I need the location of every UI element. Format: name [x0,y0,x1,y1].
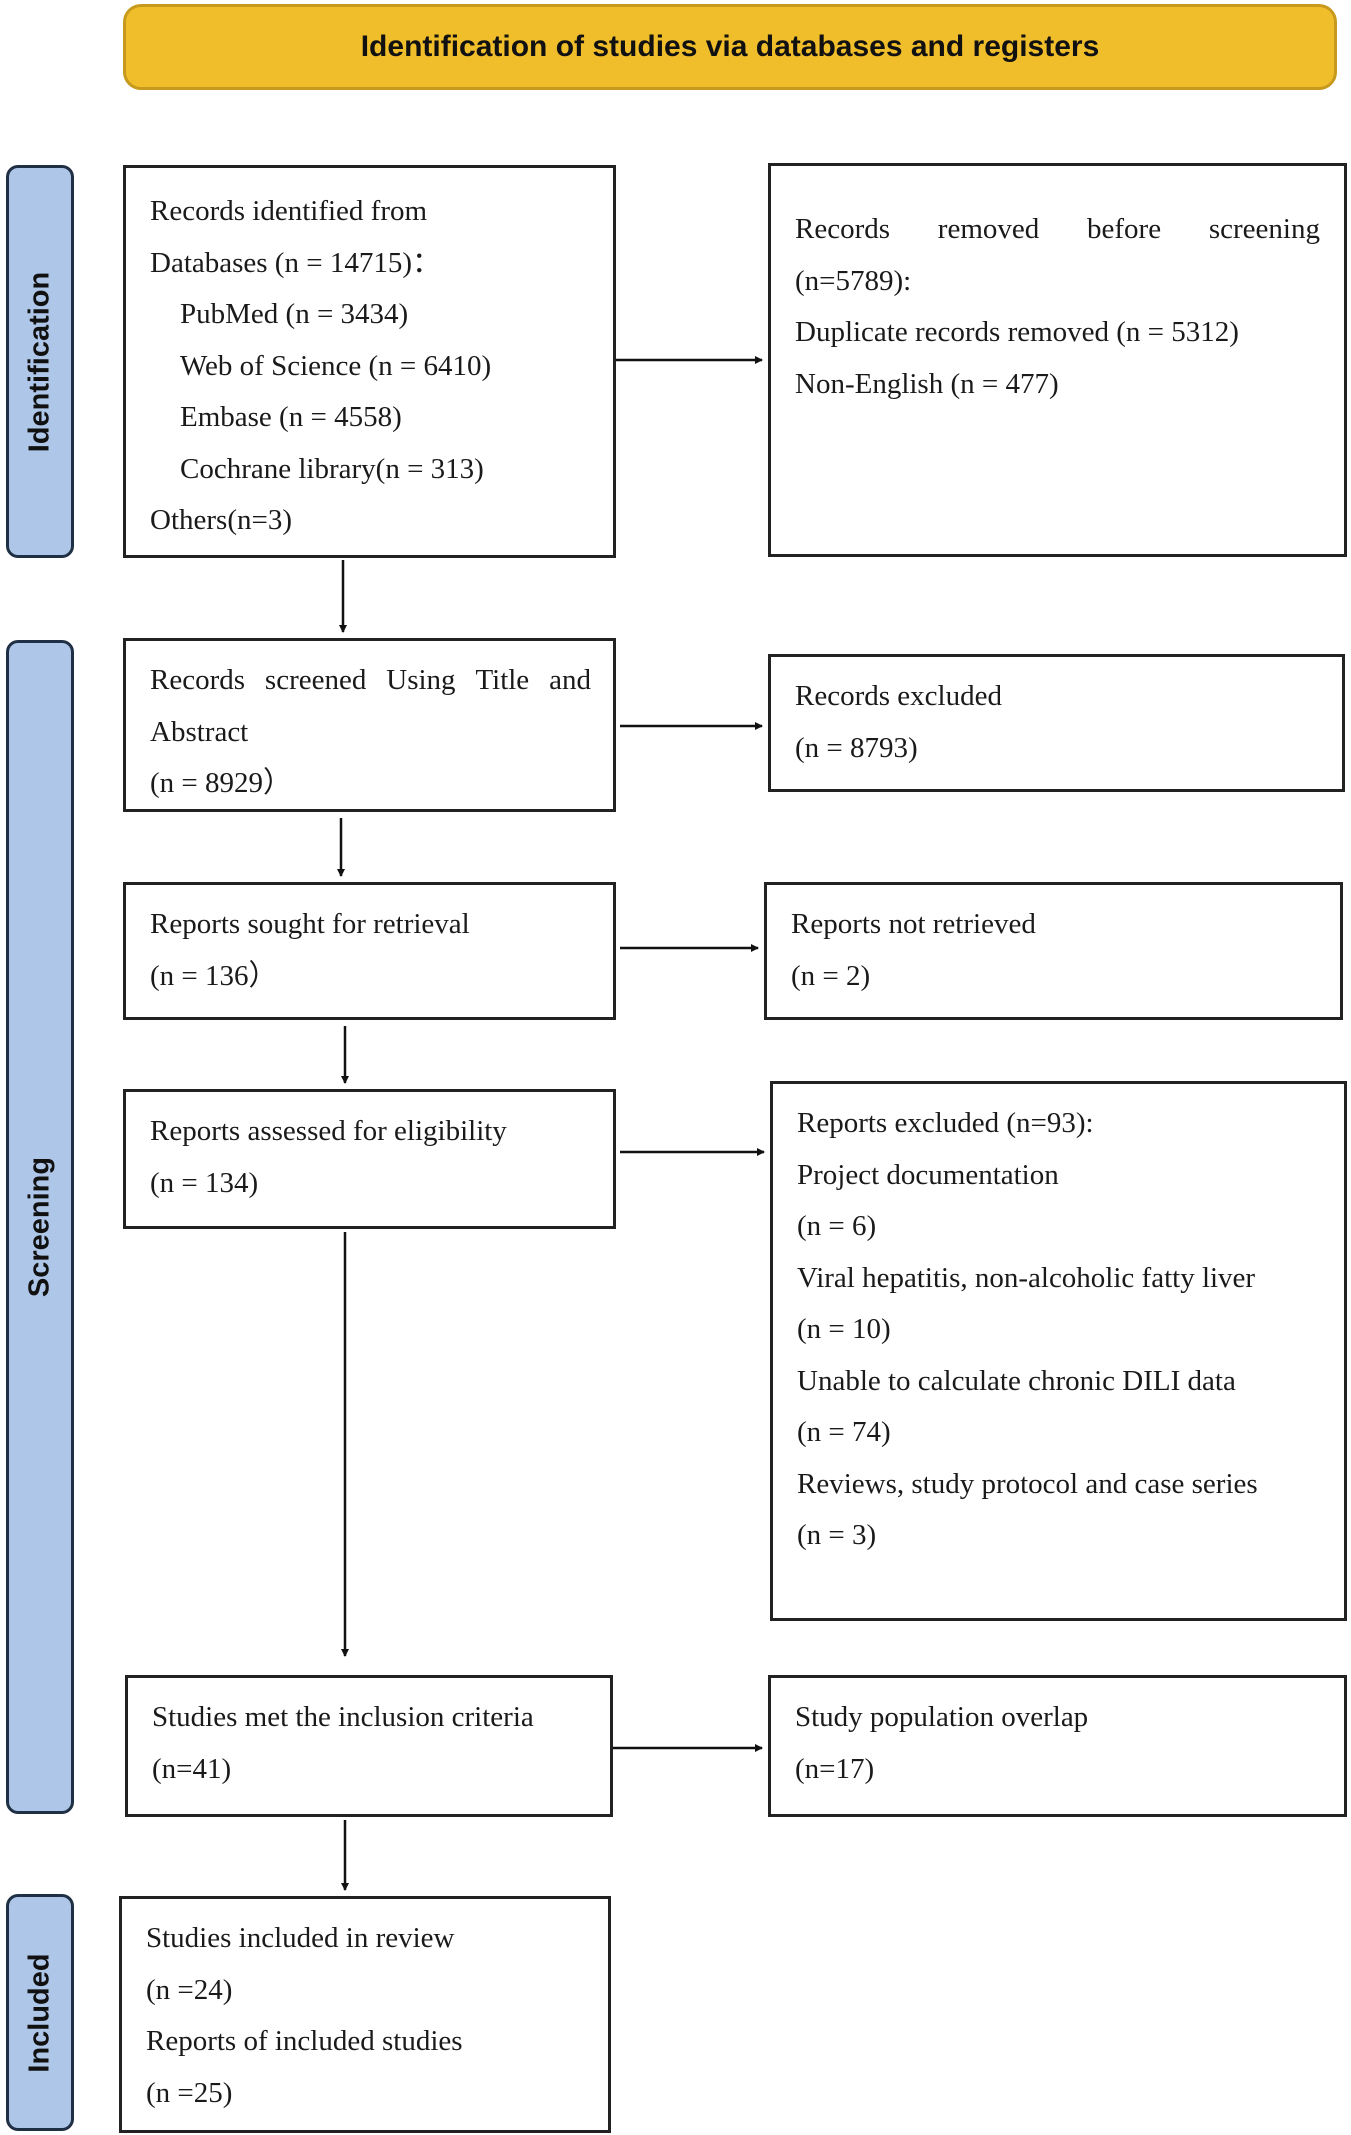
phase-screening: Screening [6,640,74,1814]
records-identified-line: Databases (n = 14715)： [150,246,441,279]
reports-not-retrieved-box: Reports not retrieved (n = 2) [764,882,1343,1020]
records-removed-line: Non-English (n = 477) [795,367,1059,400]
records-excluded-box: Records excluded (n = 8793) [768,654,1345,792]
records-identified-line: Embase (n = 4558) [180,401,402,433]
records-identified-line: PubMed (n = 3434) [180,298,409,330]
population-overlap-box: Study population overlap (n=17) [768,1675,1347,1817]
reports-excluded-line: Viral hepatitis, non-alcoholic fatty liv… [797,1261,1256,1294]
phase-included: Included [6,1894,74,2131]
reports-sought-line: Reports sought for retrieval [150,908,470,940]
reports-excluded-line: (n = 74) [797,1416,891,1448]
records-removed-box: Records removed before screening (n=5789… [768,163,1347,557]
phase-identification: Identification [6,165,74,558]
studies-included-line: (n =25) [146,2076,233,2109]
reports-assessed-box: Reports assessed for eligibility (n = 13… [123,1089,616,1229]
studies-met-box: Studies met the inclusion criteria (n=41… [125,1675,613,1817]
records-identified-line: Others(n=3) [150,504,292,536]
reports-not-retrieved-line: (n = 2) [791,959,871,992]
records-screened-first-line: Records screened Using Title and [150,664,591,696]
reports-not-retrieved-line: Reports not retrieved [791,908,1036,940]
reports-excluded-line: (n = 10) [797,1313,891,1345]
reports-excluded-line: Reviews, study protocol and case series [797,1467,1258,1500]
studies-included-line: (n =24) [146,1973,233,2006]
studies-included-line: Reports of included studies [146,2025,463,2057]
reports-assessed-line: Reports assessed for eligibility [150,1115,507,1147]
studies-met-line: (n=41) [152,1752,232,1785]
studies-included-box: Studies included in review (n =24) Repor… [119,1896,611,2133]
reports-excluded-line: (n = 3) [797,1519,877,1551]
reports-excluded-line: Unable to calculate chronic DILI data [797,1364,1236,1397]
population-overlap-line: (n=17) [795,1752,875,1785]
reports-excluded-line: (n = 6) [797,1210,877,1242]
studies-met-line: Studies met the inclusion criteria [152,1701,534,1733]
records-identified-line: Records identified from [150,195,428,227]
records-removed-line: (n=5789): [795,264,912,297]
reports-assessed-line: (n = 134) [150,1166,259,1199]
reports-excluded-line: Project documentation [797,1158,1059,1191]
records-identified-box: Records identified from Databases (n = 1… [123,165,616,558]
population-overlap-line: Study population overlap [795,1701,1089,1733]
reports-sought-box: Reports sought for retrieval (n = 136） [123,882,616,1020]
records-removed-line: Duplicate records removed (n = 5312) [795,316,1239,348]
studies-included-line: Studies included in review [146,1922,455,1954]
records-excluded-line: (n = 8793) [795,731,918,764]
records-screened-line: Abstract [150,715,249,748]
records-identified-line: Web of Science (n = 6410) [180,349,492,382]
diagram-title: Identification of studies via databases … [123,4,1337,90]
records-screened-line: (n = 8929） [150,767,293,799]
reports-excluded-line: Reports excluded (n=93): [797,1107,1094,1139]
records-excluded-line: Records excluded [795,680,1002,712]
records-removed-first-line: Records removed before screening [795,213,1320,245]
reports-sought-line: (n = 136） [150,959,278,992]
reports-excluded-box: Reports excluded (n=93): Project documen… [770,1081,1347,1621]
records-identified-line: Cochrane library(n = 313) [180,452,484,485]
records-screened-box: Records screened Using Title and Abstrac… [123,638,616,812]
